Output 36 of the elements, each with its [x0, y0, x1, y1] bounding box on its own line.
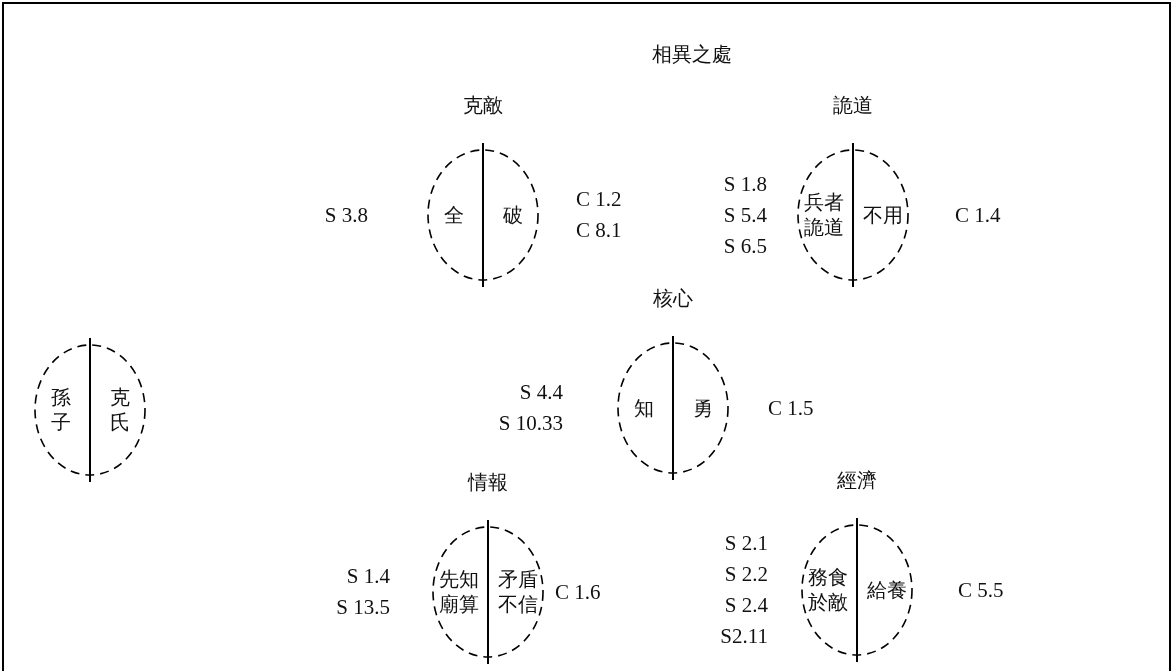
reference-label: C 8.1	[576, 217, 622, 244]
reference-label: S 5.4	[723, 201, 767, 229]
reference-label: S 10.33	[498, 410, 563, 437]
circle-text: 不用	[861, 202, 904, 228]
circle-text: 給養	[865, 577, 908, 603]
reference-label: C 1.4	[955, 201, 1001, 229]
reference-label: S 13.5	[336, 594, 390, 621]
reference-label: S 1.8	[723, 170, 767, 198]
reference-label: S 1.4	[346, 563, 390, 590]
circle-text: 知	[632, 395, 655, 421]
reference-label: S 3.8	[324, 201, 368, 229]
circle-heading: 核心	[652, 286, 694, 311]
reference-label: C 5.5	[958, 576, 1004, 604]
circle-heading: 情報	[466, 470, 509, 495]
reference-label: C 1.6	[555, 578, 601, 606]
circle-heading: 經濟	[836, 468, 878, 493]
circle-text: 先知廟算	[437, 567, 480, 617]
circle-text: 勇	[691, 395, 714, 421]
reference-label: C 1.2	[576, 186, 622, 213]
reference-label: S 4.4	[519, 379, 563, 406]
reference-label: S2.11	[720, 623, 768, 650]
circle-text: 兵者詭道	[802, 190, 845, 240]
circle-text: 破	[501, 202, 524, 228]
diagram-title: 相異之處	[652, 42, 732, 67]
circle-text: 務食於敵	[806, 565, 849, 615]
reference-label: S 2.2	[724, 561, 768, 588]
circle-text: 全	[442, 202, 465, 228]
circle-heading: 詭道	[832, 93, 874, 118]
reference-label: S 2.4	[724, 592, 768, 619]
reference-label: C 1.5	[768, 394, 814, 422]
reference-label: S 6.5	[723, 232, 767, 260]
circle-heading: 克敵	[462, 93, 504, 118]
circle-text: 克氏	[108, 385, 131, 435]
circle-text: 矛盾不信	[496, 567, 539, 617]
circle-text: 孫子	[49, 385, 72, 435]
reference-label: S 2.1	[724, 530, 768, 557]
